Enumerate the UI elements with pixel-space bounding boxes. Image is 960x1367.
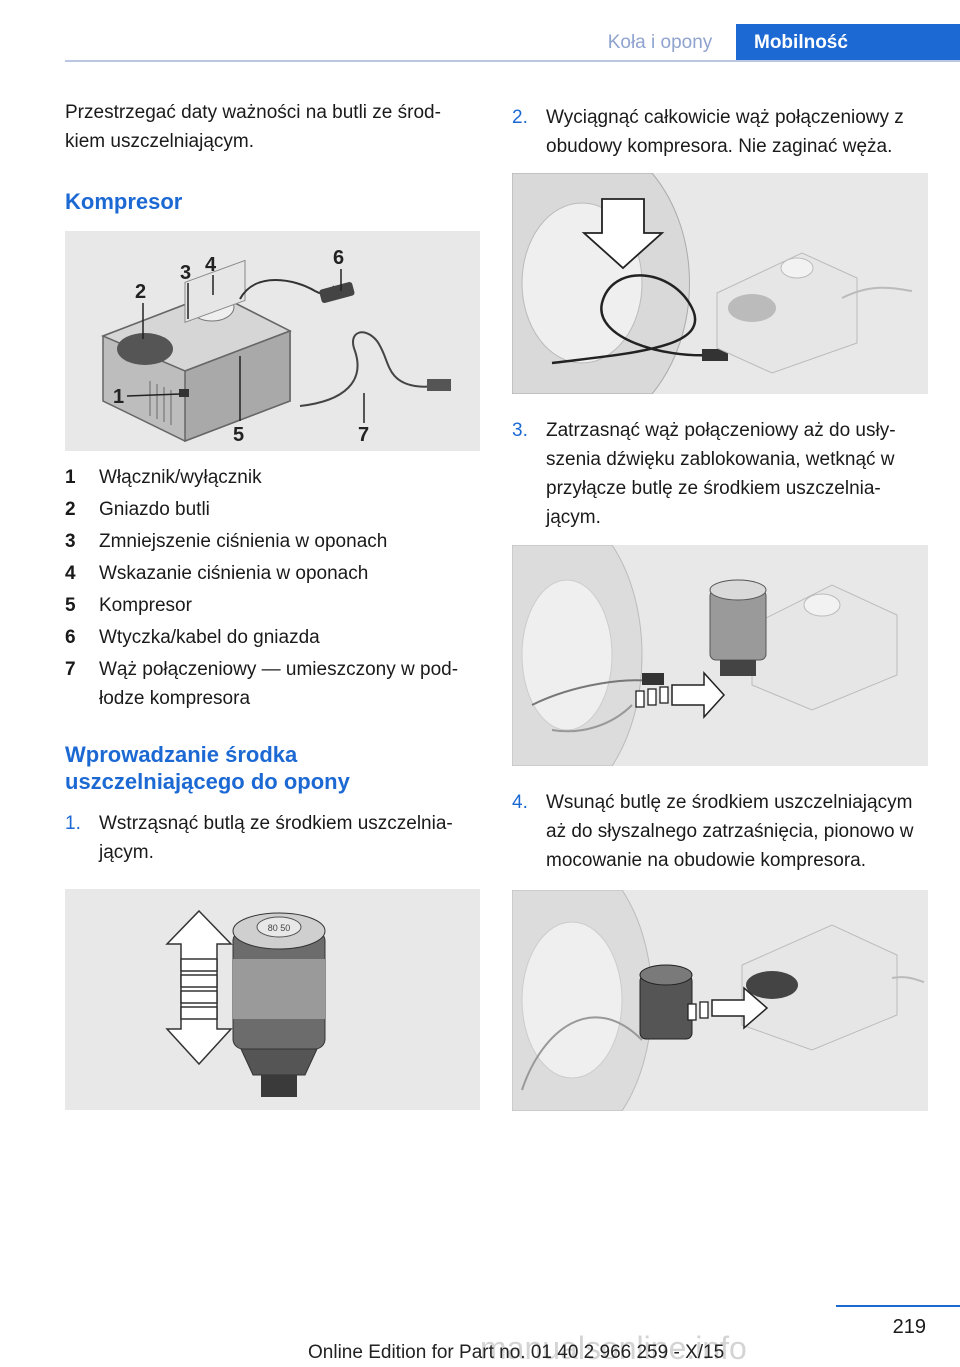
figure-label-3: 3 <box>180 262 191 284</box>
step-text: Wyciągnąć całkowicie wąż połączeniowy z … <box>546 107 904 157</box>
legend-item: 1 Włącznik/wyłącznik <box>65 463 480 492</box>
legend-number: 1 <box>65 467 76 488</box>
sealant-heading: Wprowadzanie środka uszczelniającego do … <box>65 742 350 794</box>
page-number: 219 <box>892 1316 926 1338</box>
figure-label-2: 2 <box>135 281 146 303</box>
bottle-label: 80 50 <box>268 923 291 933</box>
legend-text: Zmniejszenie ciśnienia w oponach <box>99 531 388 552</box>
legend-number: 7 <box>65 659 76 680</box>
edition-text: Online Edition for Part no. 01 40 2 966 … <box>308 1342 725 1363</box>
step-4: 4. Wsunąć butlę ze środkiem uszczelniają… <box>512 788 932 875</box>
legend-item: 6 Wtyczka/kabel do gniazda <box>65 623 480 652</box>
intro-text: Przestrzegać daty ważności na butli ze ś… <box>65 102 441 152</box>
compressor-legend: 1 Włącznik/wyłącznik 2 Gniazdo butli 3 Z… <box>65 463 480 713</box>
mount-bottle-illustration <box>512 890 925 1111</box>
step-text: Wstrząsnąć butlą ze środkiem uszczelnia-… <box>99 813 453 863</box>
compressor-illustration: 1 2 3 4 5 6 7 <box>101 247 451 446</box>
header-section-tab[interactable]: Koła i opony <box>607 32 713 53</box>
mount-bottle-figure <box>512 890 928 1111</box>
compressor-figure: 1 2 3 4 5 6 7 <box>65 231 480 451</box>
figure-label-4: 4 <box>205 254 217 276</box>
legend-number: 3 <box>65 531 76 552</box>
header-divider <box>65 60 960 62</box>
legend-item: 2 Gniazdo butli <box>65 495 480 524</box>
legend-number: 4 <box>65 563 76 584</box>
legend-item: 4 Wskazanie ciśnienia w oponach <box>65 559 480 588</box>
footer-divider <box>836 1305 960 1307</box>
legend-text: Wskazanie ciśnienia w oponach <box>99 563 369 584</box>
watermark: manualsonline.info <box>480 1330 747 1366</box>
step-2: 2. Wyciągnąć całkowicie wąż połączeniowy… <box>512 103 932 161</box>
step-number: 4. <box>512 792 528 813</box>
legend-text: Kompresor <box>99 595 192 616</box>
legend-item: 5 Kompresor <box>65 591 480 620</box>
legend-text: Gniazdo butli <box>99 499 210 520</box>
legend-number: 6 <box>65 627 76 648</box>
legend-number: 2 <box>65 499 76 520</box>
legend-text: Wąż połączeniowy — umieszczony w pod-łod… <box>99 659 459 709</box>
figure-label-1: 1 <box>113 386 124 408</box>
shake-bottle-figure: 80 50 <box>65 889 480 1110</box>
legend-text: Włącznik/wyłącznik <box>99 467 262 488</box>
step-text: Wsunąć butlę ze środkiem uszczelniającym… <box>546 792 914 871</box>
attach-bottle-illustration <box>512 545 898 766</box>
figure-label-5: 5 <box>233 424 244 446</box>
step-text: Zatrzasnąć wąż połączeniowy aż do usły-s… <box>546 420 896 528</box>
hose-illustration <box>512 173 913 394</box>
right-column: 2. Wyciągnąć całkowicie wąż połączeniowy… <box>512 98 932 1111</box>
hose-figure <box>512 173 928 394</box>
compressor-heading: Kompresor <box>65 189 183 214</box>
step-3: 3. Zatrzasnąć wąż połączeniowy aż do usł… <box>512 416 932 532</box>
shake-bottle-illustration: 80 50 <box>165 909 326 1097</box>
left-column: Przestrzegać daty ważności na butli ze ś… <box>65 98 480 1110</box>
legend-text: Wtyczka/kabel do gniazda <box>99 627 320 648</box>
step-1: 1. Wstrząsnąć butlą ze środkiem uszczeln… <box>65 809 480 867</box>
header-chapter-tab[interactable]: Mobilność <box>736 24 960 62</box>
figure-label-7: 7 <box>358 424 369 446</box>
attach-bottle-figure <box>512 545 928 766</box>
legend-item: 7 Wąż połączeniowy — umieszczony w pod-ł… <box>65 655 480 713</box>
step-number: 3. <box>512 420 528 441</box>
legend-number: 5 <box>65 595 76 616</box>
step-number: 2. <box>512 107 528 128</box>
legend-item: 3 Zmniejszenie ciśnienia w oponach <box>65 527 480 556</box>
figure-label-6: 6 <box>333 247 344 269</box>
step-number: 1. <box>65 813 81 834</box>
